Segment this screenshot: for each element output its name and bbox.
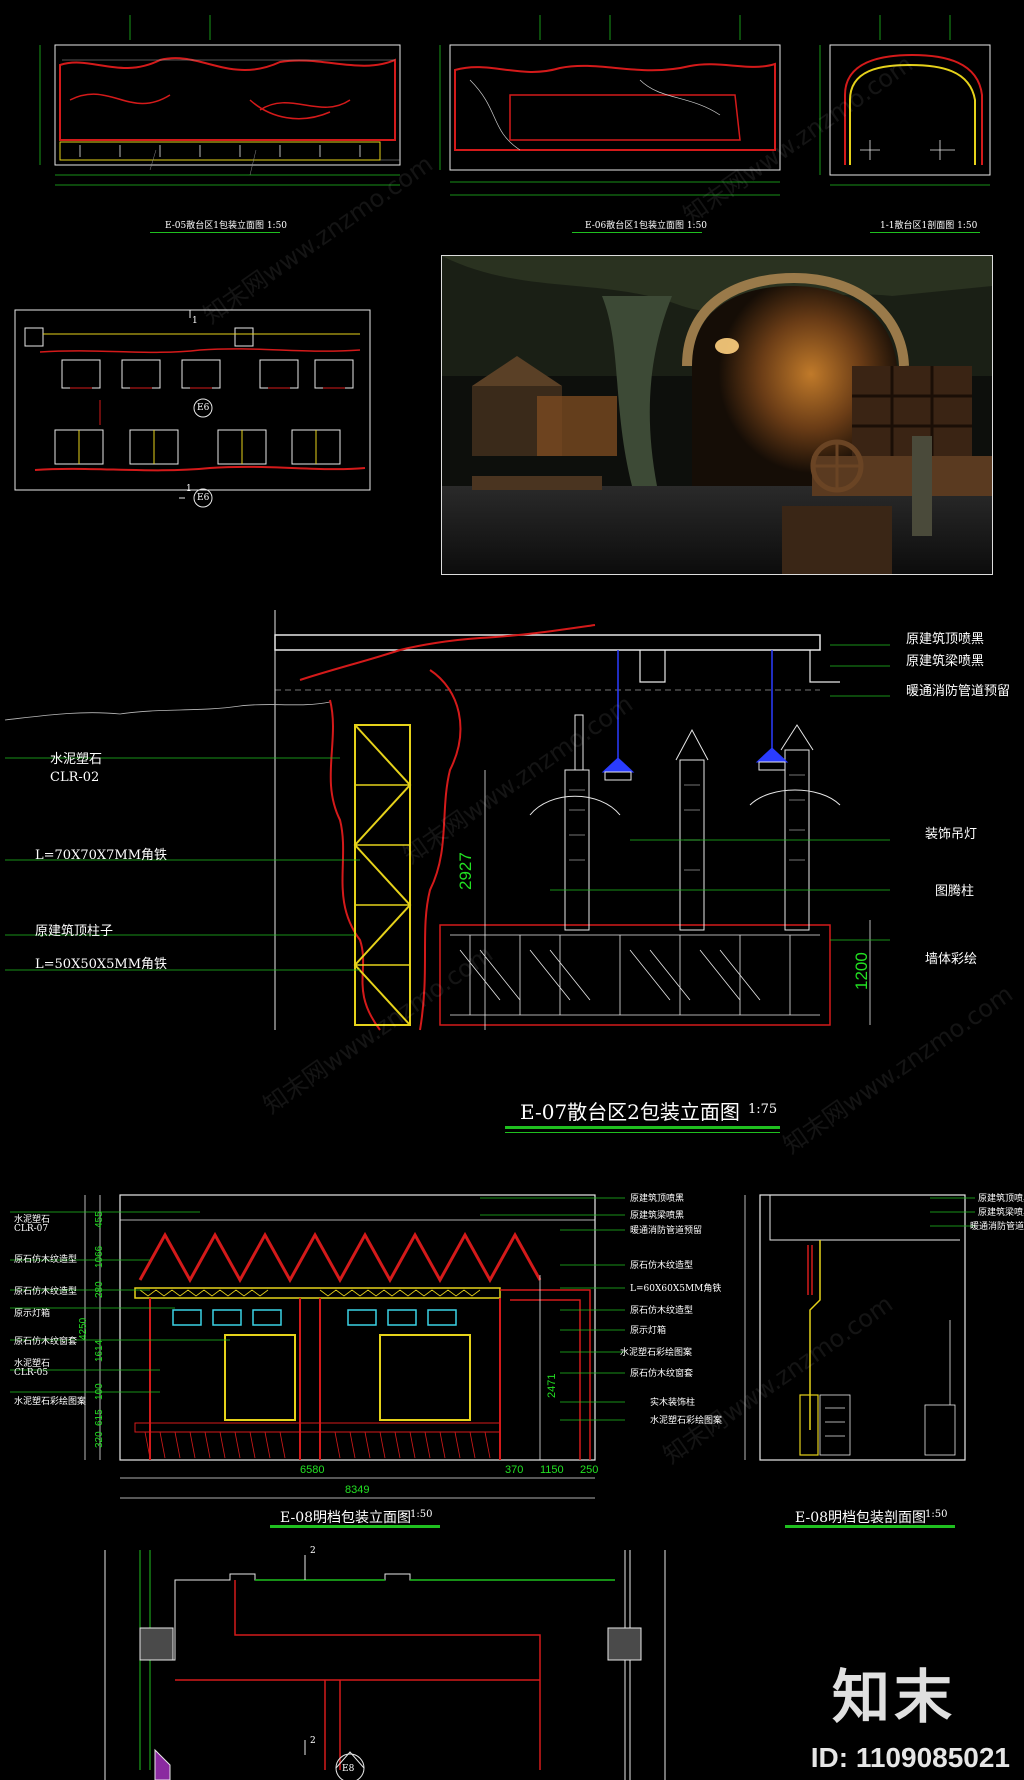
e08-left-dim-2: 280 bbox=[94, 1281, 105, 1298]
drawing-id: ID: 1109085021 bbox=[810, 1742, 1010, 1773]
e07-right-label-5: 墙体彩绘 bbox=[925, 952, 978, 967]
e08-left-label-6: 水泥塑石 bbox=[14, 1359, 51, 1369]
bottom-plan-marker-bottom: 2 bbox=[310, 1736, 316, 1746]
e07-right-label-1: 原建筑梁喷黑 bbox=[906, 654, 985, 669]
e07-title: E-07散台区2包装立面图 bbox=[520, 1100, 740, 1124]
e08-left-label-7: CLR-05 bbox=[14, 1368, 49, 1378]
e07-left-label-3: 原建筑顶柱子 bbox=[35, 924, 114, 939]
e07-right-label-0: 原建筑顶喷黑 bbox=[906, 632, 985, 647]
e08-total-dim: 8349 bbox=[345, 1484, 370, 1496]
bottom-plan-marker-label: E8 bbox=[342, 1764, 355, 1774]
plan-marker-bottom: 1 bbox=[186, 484, 192, 494]
e08-left-dim-0: 455 bbox=[94, 1211, 105, 1228]
e08-left-dim-1: 1066 bbox=[94, 1245, 105, 1268]
e08-left-dim-3: 4250 bbox=[78, 1317, 89, 1340]
e08-bottom-dim-3: 250 bbox=[580, 1464, 599, 1476]
e08-right-label-7: 水泥塑石彩绘图案 bbox=[620, 1348, 693, 1358]
e08-left-label-0: 水泥塑石 bbox=[14, 1215, 51, 1225]
e08-left-label-4: 原示灯箱 bbox=[14, 1309, 51, 1319]
e08-sect-label-2: 暖通消防管道预留 bbox=[970, 1222, 1024, 1232]
plan-marker-top: 1 bbox=[192, 316, 198, 326]
e08-left-dim-5: 100 bbox=[94, 1383, 105, 1400]
plan-marker-e6: E6 bbox=[197, 403, 210, 413]
e07-title-underline bbox=[505, 1126, 780, 1129]
e08-bottom-dim-1: 370 bbox=[505, 1464, 524, 1476]
top-elevations bbox=[39, 15, 991, 196]
e08-right-label-9: 实木装饰柱 bbox=[650, 1398, 696, 1408]
e07-dim-height: 2927 bbox=[456, 852, 475, 890]
e07-right-label-3: 装饰吊灯 bbox=[925, 827, 978, 842]
elevation-e05 bbox=[39, 15, 401, 186]
panel2-caption: E-06散台区1包装立面图 1:50 bbox=[585, 221, 708, 231]
e07-right-label-4: 图腾柱 bbox=[935, 884, 975, 899]
e08-left-dim-6: 615 bbox=[94, 1409, 105, 1426]
e07-title-underline-thin bbox=[505, 1132, 780, 1133]
rendering-image bbox=[442, 256, 992, 574]
e08-right-label-0: 原建筑顶喷黑 bbox=[630, 1194, 685, 1204]
brand-logo: 知末 bbox=[832, 1663, 957, 1731]
e08-right-label-8: 原石仿木纹窗套 bbox=[630, 1369, 694, 1379]
section-1-1 bbox=[819, 15, 991, 186]
e08-left-dim-7: 320 bbox=[94, 1431, 105, 1448]
panel2-caption-underline bbox=[572, 232, 702, 233]
plan-marker-e6b: E6 bbox=[197, 493, 210, 503]
e08-bottom-dim-2: 1150 bbox=[540, 1464, 564, 1476]
e08-elev-title: E-08明档包装立面图 bbox=[280, 1510, 412, 1526]
e08-right-label-5: 原石仿木纹造型 bbox=[630, 1306, 694, 1316]
e07-right-label-2: 暖通消防管道预留 bbox=[906, 684, 1011, 699]
e08-sect-label-0: 原建筑顶喷黑 bbox=[978, 1194, 1024, 1204]
e08-drawings bbox=[10, 1194, 975, 1499]
e07-left-label-0: 水泥塑石 bbox=[50, 752, 103, 767]
panel1-caption: E-05散台区1包装立面图 1:50 bbox=[165, 221, 288, 231]
e08-left-label-5: 原石仿木纹窗套 bbox=[14, 1337, 78, 1347]
panel3-caption-underline bbox=[870, 232, 980, 233]
e08-left-label-3: 原石仿木纹造型 bbox=[14, 1287, 78, 1297]
e08-left-label-2: 原石仿木纹造型 bbox=[14, 1255, 78, 1265]
e08-right-label-2: 暖通消防管道预留 bbox=[630, 1226, 703, 1236]
e08-sect-title: E-08明档包装剖面图 bbox=[795, 1510, 927, 1526]
e08-sect-scale: 1:50 bbox=[925, 1509, 948, 1520]
e07-left-label-1: CLR-02 bbox=[50, 770, 100, 785]
e07-dim-side: 1200 bbox=[852, 952, 871, 990]
e08-right-label-6: 原示灯箱 bbox=[630, 1326, 667, 1336]
e08-sect-label-1: 原建筑梁喷黑 bbox=[978, 1208, 1024, 1218]
interior-rendering bbox=[441, 255, 993, 575]
e08-elev-underline bbox=[270, 1525, 440, 1528]
e08-bottom-dim-0: 6580 bbox=[300, 1464, 325, 1476]
elevation-e06 bbox=[439, 15, 781, 196]
e08-left-label-8: 水泥塑石彩绘图案 bbox=[14, 1397, 87, 1407]
e08-left-dim-4: 1614 bbox=[94, 1339, 105, 1362]
e08-right-label-1: 原建筑梁喷黑 bbox=[630, 1211, 685, 1221]
bottom-plan-marker-top: 2 bbox=[310, 1546, 316, 1556]
e08-right-label-4: L=60X60X5MM角铁 bbox=[630, 1284, 722, 1294]
e07-scale: 1:75 bbox=[748, 1102, 778, 1117]
bottom-plan bbox=[104, 1550, 666, 1780]
e07-elevation-drawing bbox=[4, 610, 890, 1031]
e08-elev-scale: 1:50 bbox=[410, 1509, 433, 1520]
plan-detail bbox=[14, 309, 371, 508]
e08-door-dim: 2471 bbox=[546, 1373, 558, 1398]
e08-left-label-1: CLR-07 bbox=[14, 1224, 49, 1234]
panel3-caption: 1-1散台区1剖面图 1:50 bbox=[880, 221, 978, 231]
e08-right-label-10: 水泥塑石彩绘图案 bbox=[650, 1416, 723, 1426]
e07-left-label-2: L=70X70X7MM角铁 bbox=[35, 848, 168, 863]
panel1-caption-underline bbox=[150, 232, 280, 233]
e07-left-label-4: L=50X50X5MM角铁 bbox=[35, 957, 168, 972]
e08-sect-underline bbox=[785, 1525, 955, 1528]
e08-right-label-3: 原石仿木纹造型 bbox=[630, 1261, 694, 1271]
